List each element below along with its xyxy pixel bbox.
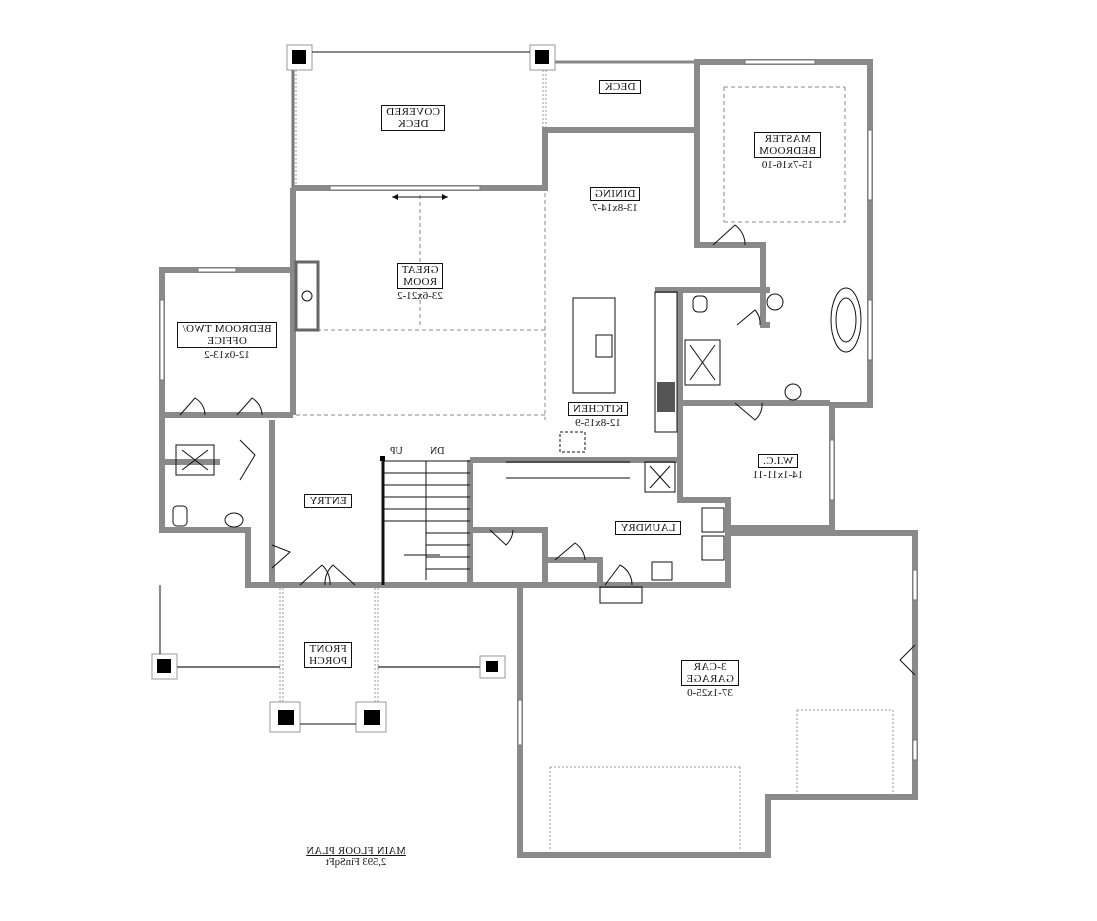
windows	[159, 59, 918, 761]
room-label-dining: DINING 13-8x14-7	[580, 184, 650, 215]
stair-down-label: DN	[430, 446, 445, 457]
room-name-line: BEDROOM	[758, 145, 817, 157]
room-name-line: KITCHEN	[567, 402, 629, 416]
covered-deck-structure	[286, 44, 697, 188]
room-divider-lines	[296, 86, 894, 850]
plan-area: 2,593 FinSqFt	[325, 857, 387, 868]
room-name-line: GARAGE	[686, 673, 734, 685]
room-dimensions: 14-1x11-11	[752, 469, 804, 481]
room-name-line: GREAT	[401, 264, 439, 276]
room-name-line: DINING	[589, 187, 641, 201]
room-label-entry: ENTRY	[298, 491, 358, 509]
room-name-line: 3-CAR	[693, 661, 727, 673]
staircase	[380, 456, 470, 585]
room-dimensions: 13-8x14-7	[592, 202, 638, 214]
room-name-line: DECK	[599, 80, 641, 94]
room-label-wic: W.I.C. 14-1x11-11	[740, 451, 816, 482]
room-dimensions: 12-8x15-9	[575, 417, 621, 429]
kitchen-fixtures	[506, 291, 678, 479]
front-porch-structure	[151, 585, 506, 733]
master-bath-fixtures	[684, 287, 862, 401]
room-dimensions: 12-0x13-2	[204, 349, 250, 361]
room-dimensions: 15-7x16-10	[761, 159, 814, 171]
room-name-line: FRONT	[309, 643, 347, 655]
room-name-line: PORCH	[308, 655, 348, 667]
doors	[179, 194, 916, 676]
room-dimensions: 23-6x21-2	[397, 290, 443, 302]
room-label-kitchen: KITCHEN 12-8x15-9	[562, 399, 634, 430]
fireplace	[294, 260, 320, 332]
room-label-deck: DECK	[595, 77, 645, 95]
room-dimensions: 37-1x25-0	[687, 687, 733, 699]
room-name-line: MASTER	[764, 133, 811, 145]
room-name-line: W.I.C.	[757, 454, 799, 468]
room-label-bedroom-two-office: BEDROOM TWO/OFFICE 12-0x13-2	[172, 322, 282, 362]
room-name-line: LAUNDRY	[615, 521, 681, 535]
plan-title: MAIN FLOOR PLAN	[306, 846, 406, 857]
laundry-fixtures	[599, 461, 725, 604]
room-name-line: COVERED	[385, 106, 441, 118]
bedroom-two-bath-fixtures	[172, 444, 244, 528]
room-name-line: BEDROOM TWO/	[182, 323, 272, 335]
room-name-line: ENTRY	[304, 494, 352, 508]
room-name-line: ROOM	[402, 276, 438, 288]
plan-title-block: MAIN FLOOR PLAN 2,593 FinSqFt	[288, 846, 424, 868]
stair-up-label: UP	[390, 446, 403, 457]
room-name-line: OFFICE	[207, 335, 247, 347]
room-name-line: DECK	[397, 118, 429, 130]
room-label-laundry: LAUNDRY	[612, 518, 684, 536]
